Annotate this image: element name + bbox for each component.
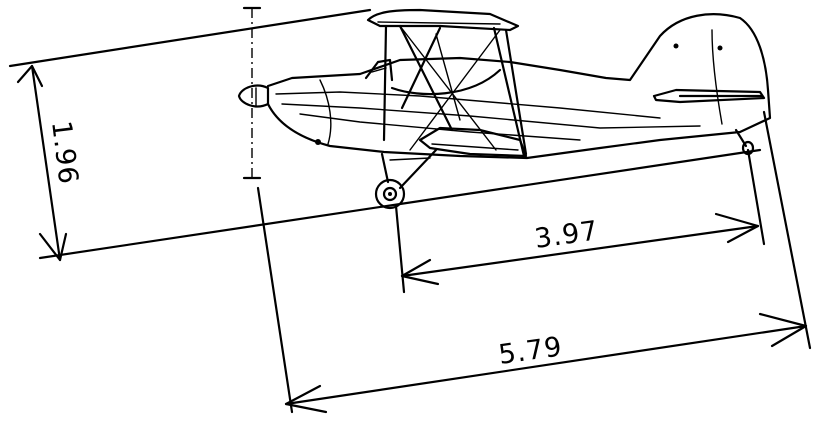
upper-wing <box>366 8 520 32</box>
windscreen <box>364 58 394 82</box>
main-landing-gear <box>374 148 438 210</box>
wing-struts <box>382 24 528 158</box>
propeller-spinner <box>237 84 270 108</box>
dimension-length: 5.79 <box>256 110 812 414</box>
dimension-wheelbase: 3.97 <box>394 148 766 294</box>
propeller-axis <box>242 6 262 180</box>
height-dimension-label: 1.96 <box>45 119 84 186</box>
length-dimension-label: 5.79 <box>497 331 565 371</box>
biplane-side-view <box>237 6 772 210</box>
